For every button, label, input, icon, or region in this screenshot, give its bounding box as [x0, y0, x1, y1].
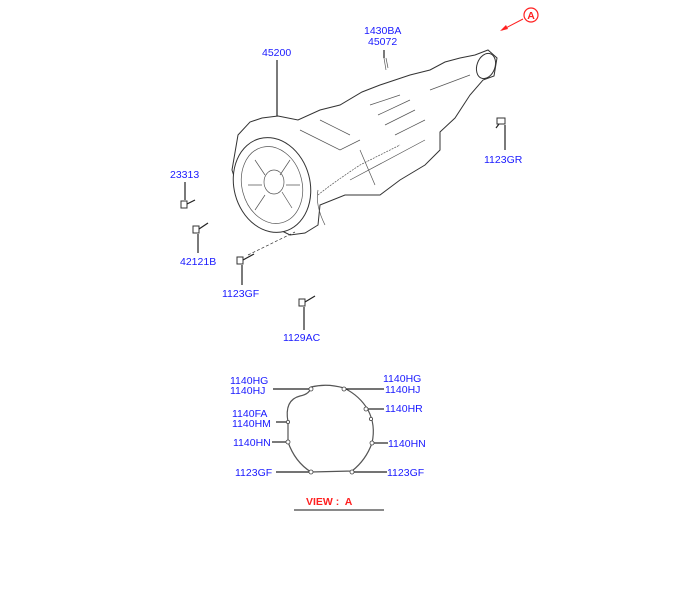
label-45200[interactable]: 45200	[262, 47, 291, 59]
label-42121b[interactable]: 42121B	[180, 256, 216, 268]
label-1140hg-right[interactable]: 1140HG	[383, 373, 421, 385]
label-1129ac[interactable]: 1129AC	[283, 332, 321, 344]
bolt-1123gf[interactable]	[236, 253, 255, 285]
label-1140hj-left[interactable]: 1140HJ	[230, 385, 265, 397]
bolt-1129ac[interactable]	[298, 295, 316, 330]
label-1123gr[interactable]: 1123GR	[484, 154, 523, 166]
view-a-title: VIEW : A	[306, 496, 353, 508]
gasket-view-a[interactable]	[285, 384, 375, 475]
svg-text:A: A	[527, 10, 535, 22]
label-1123gf-left[interactable]: 1123GF	[235, 467, 272, 479]
label-1140hm[interactable]: 1140HM	[232, 418, 271, 430]
label-45072[interactable]: 45072	[368, 36, 397, 48]
bolt-23313[interactable]	[180, 182, 196, 209]
label-1140hj-right[interactable]: 1140HJ	[385, 384, 420, 396]
label-1140hg-left[interactable]: 1140HG	[230, 375, 268, 387]
bolt-1123gr[interactable]	[495, 117, 506, 150]
label-23313[interactable]: 23313	[170, 169, 199, 181]
view-a-marker[interactable]: A	[500, 7, 539, 31]
pin-part[interactable]	[383, 50, 389, 71]
label-1123gf-right[interactable]: 1123GF	[387, 467, 424, 479]
label-1140hr[interactable]: 1140HR	[385, 403, 423, 415]
label-1140fa[interactable]: 1140FA	[232, 408, 267, 420]
bolt-42121b[interactable]	[192, 222, 209, 253]
label-1430ba[interactable]: 1430BA	[364, 25, 401, 37]
transmission-assembly[interactable]	[223, 49, 499, 256]
label-1140hn-left[interactable]: 1140HN	[233, 437, 271, 449]
label-1123gf[interactable]: 1123GF	[222, 288, 259, 300]
label-1140hn-right[interactable]: 1140HN	[388, 438, 426, 450]
